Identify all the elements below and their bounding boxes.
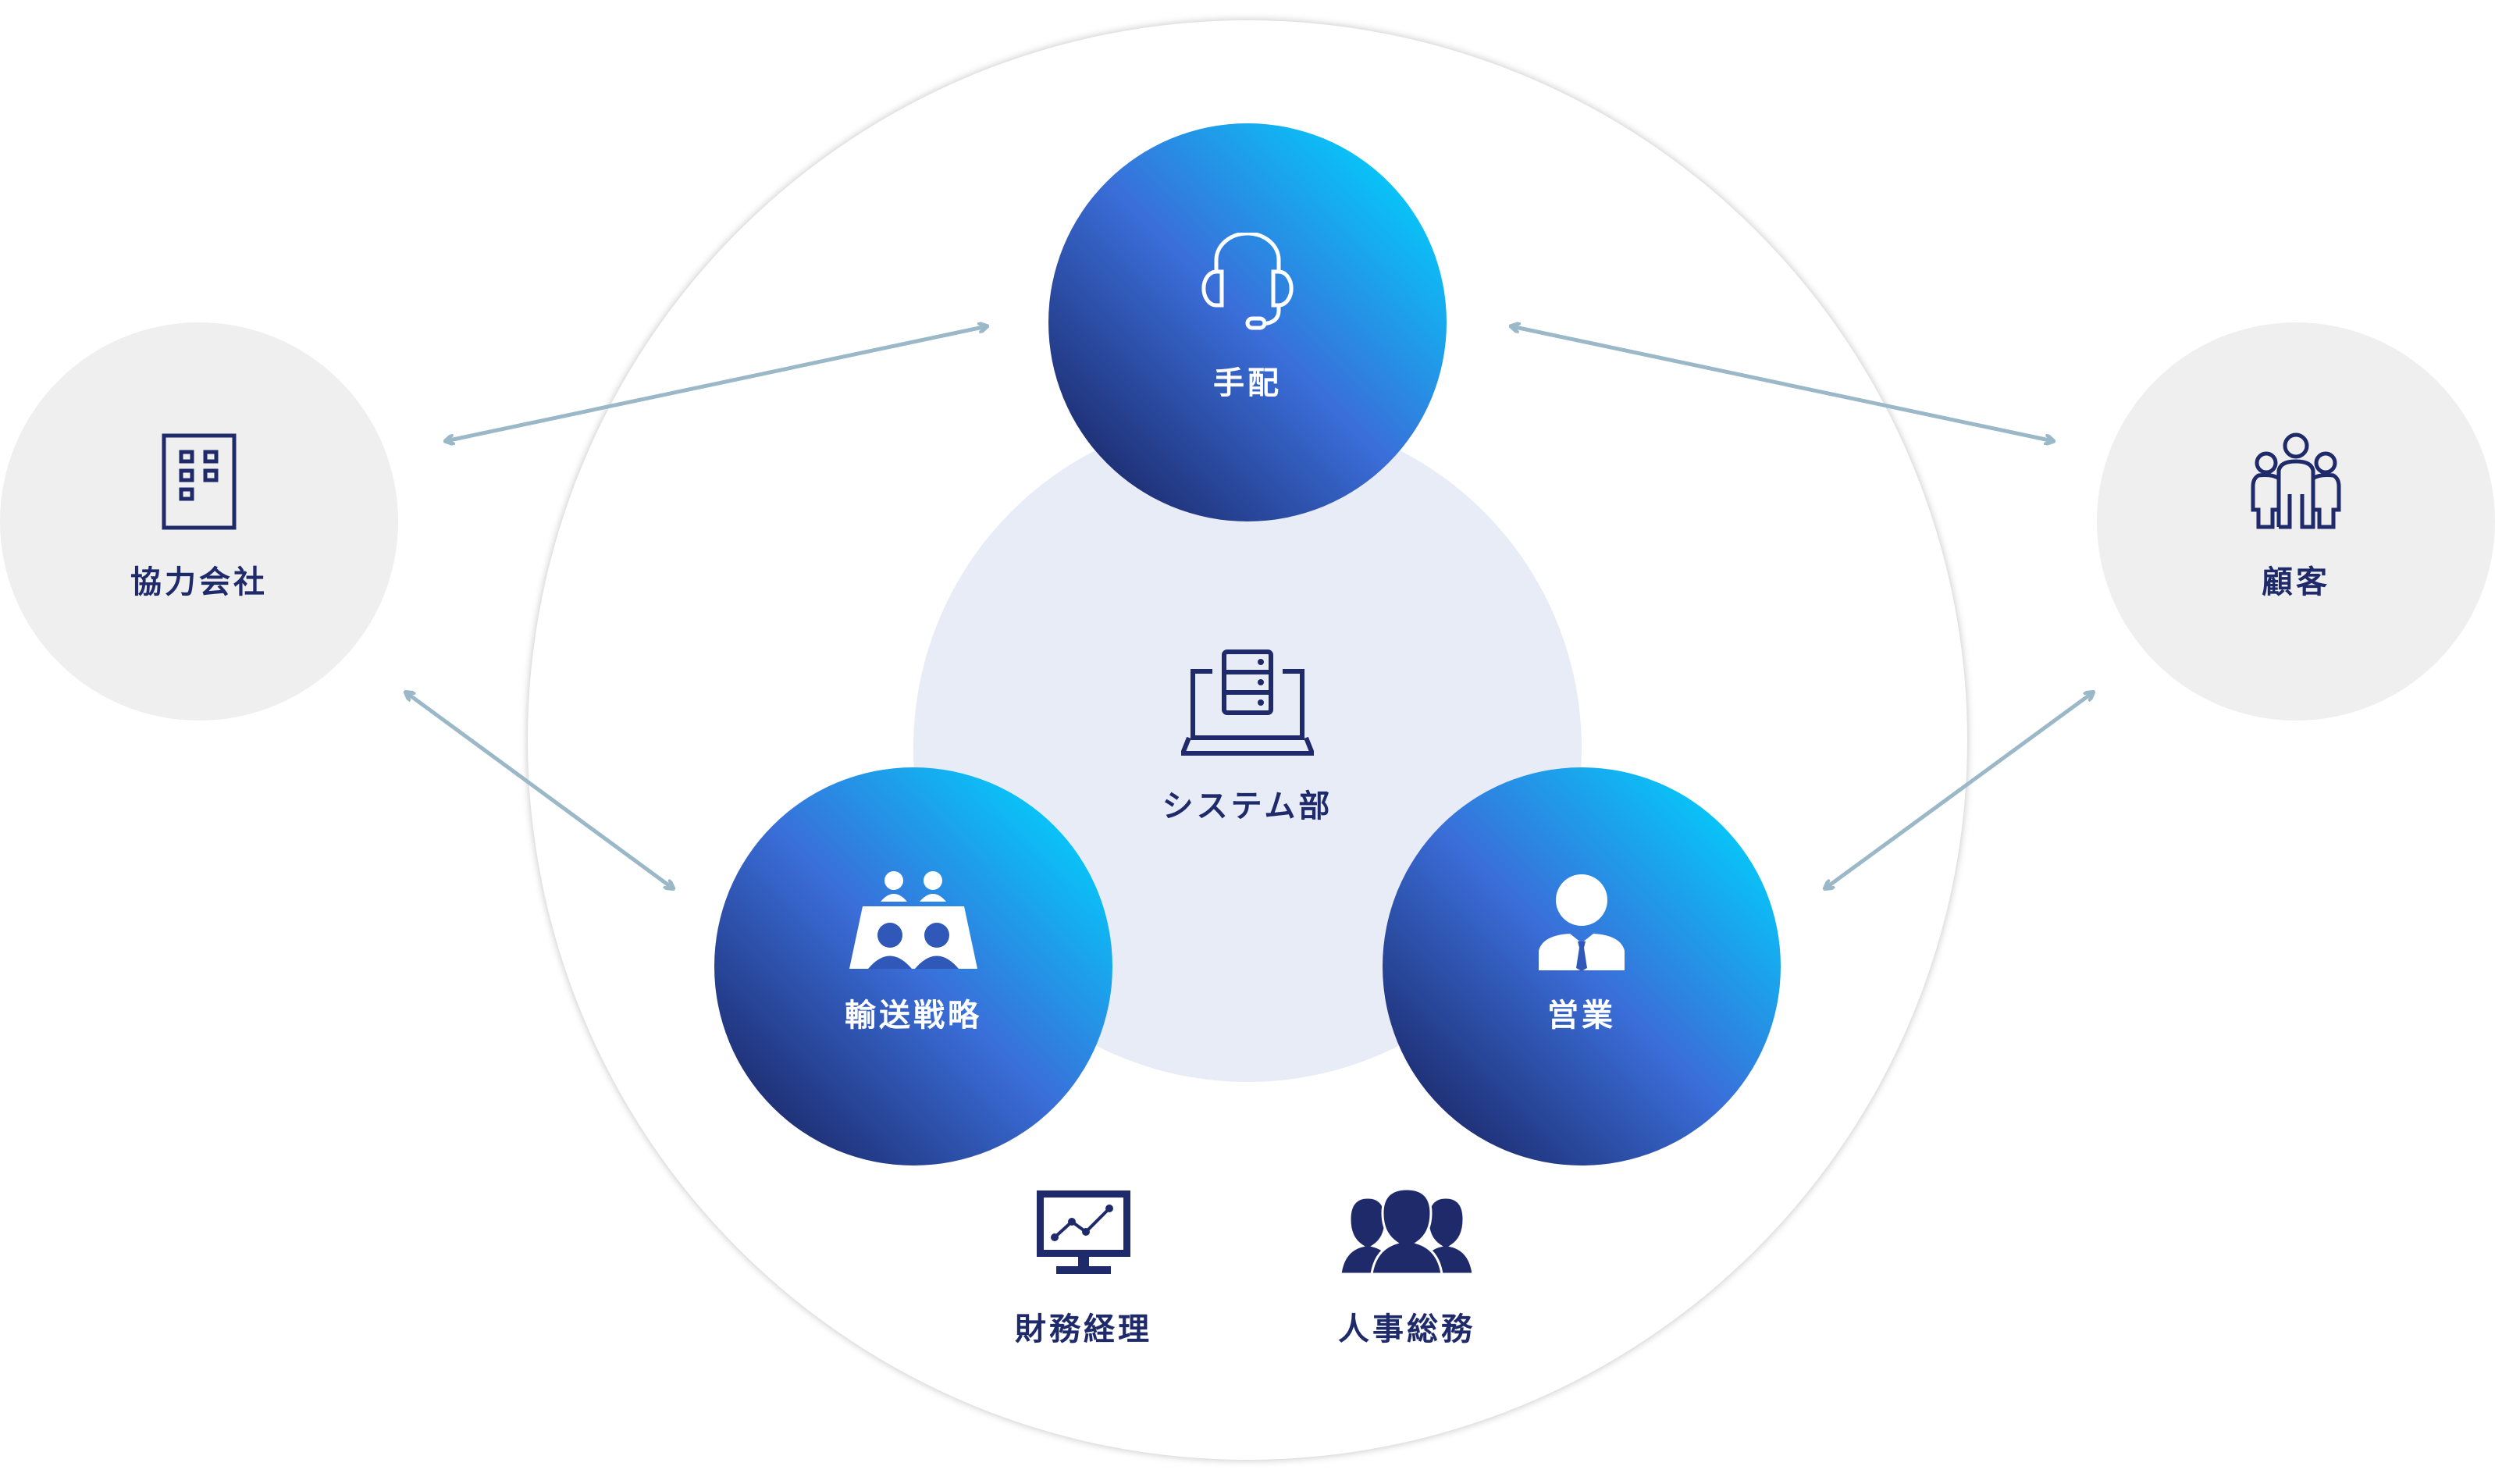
chart-monitor-icon: [1037, 1190, 1130, 1274]
finance-group: 財務経理: [966, 1187, 1201, 1390]
headset-icon: [1201, 233, 1294, 330]
transport-node: 輸送戦略: [714, 767, 1112, 1165]
sales-node: 営業: [1383, 767, 1781, 1165]
people-icon: [1339, 1187, 1475, 1276]
server-laptop-icon: [1181, 649, 1314, 756]
system-dept-label: システム部: [1162, 788, 1333, 824]
arrow-arrangement-customers: [1511, 326, 2053, 441]
finance-label: 財務経理: [1015, 1311, 1152, 1347]
arrangement-label: 手配: [1213, 365, 1282, 401]
arrow-customers-sales: [1825, 692, 2093, 888]
transport-label: 輸送戦略: [845, 998, 982, 1034]
customers-label: 顧客: [2262, 564, 2330, 600]
arrow-partners-arrangement: [446, 326, 987, 441]
partners-label: 協力会社: [130, 564, 268, 600]
hr-group: 人事総務: [1290, 1187, 1524, 1390]
arrow-partners-transport: [406, 692, 673, 888]
hr-label: 人事総務: [1338, 1311, 1475, 1347]
meeting-table-icon: [849, 871, 977, 969]
customers-circle: 顧客: [2097, 322, 2495, 721]
sales-label: 営業: [1547, 998, 1616, 1034]
businessman-icon: [1539, 874, 1625, 971]
building-icon: [162, 433, 237, 530]
partners-circle: 協力会社: [0, 322, 398, 721]
group-icon: [2251, 432, 2341, 529]
arrangement-node: 手配: [1048, 123, 1447, 521]
